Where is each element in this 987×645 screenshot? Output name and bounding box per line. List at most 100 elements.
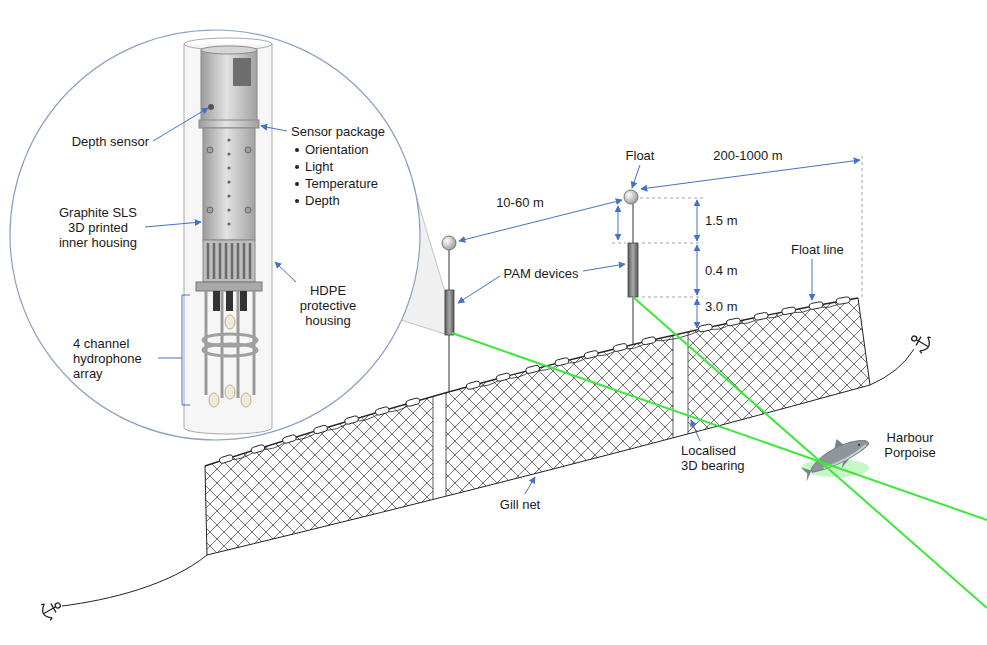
dimensions [459,160,860,328]
leader-line [525,477,535,494]
net-float [584,350,599,359]
extension-line [612,198,703,330]
part-label: Float line [790,242,845,257]
sensor-window [233,58,251,86]
hole [227,138,230,141]
leader-line [261,126,287,131]
bolt [207,207,213,213]
bullet [295,182,299,186]
hole [227,152,230,155]
net-float [554,357,569,366]
bullet [295,165,299,169]
bullets [295,148,299,203]
anchor-symbol [908,329,934,354]
hole [227,208,230,211]
net-float [754,312,769,321]
list-item: Light [304,159,334,174]
anchor-ring [54,602,61,609]
net-outline [205,298,870,555]
hydrophone [225,315,235,329]
part-label: PAM devices [503,266,580,281]
leader-line [158,358,182,359]
leader-line [145,222,201,227]
net-float [405,397,420,407]
bracket [182,295,190,405]
net-float [698,324,713,333]
net-float [250,444,265,454]
leader-line [275,262,296,282]
device-top-rim [201,46,257,54]
float [442,236,456,250]
hydrophone-ring [203,344,257,356]
net-float [282,434,297,444]
hydrophone [225,385,235,399]
housing-holes [227,138,230,225]
part-label: Float [625,148,656,163]
bolt [245,147,251,153]
dimension-line [697,245,698,295]
anchor-symbol [39,596,65,621]
net-float [466,381,481,390]
dimension-label: 3.0 m [704,299,739,314]
dimension-line [641,160,860,189]
net-gap-edge [433,280,688,580]
porpoise-eye [858,444,861,447]
float [624,190,638,204]
list-item: Orientation [304,142,370,157]
leader-line [458,276,500,303]
bearing-line [633,297,987,608]
part-label: Depth sensor [71,134,150,149]
anchor-rope [870,349,914,385]
net-float [496,373,511,382]
net-float [809,301,824,309]
net-float [313,425,328,435]
net-float [836,296,851,304]
hole [227,194,230,197]
part-label: Gill net [499,497,541,512]
hole [227,180,230,183]
net-float [219,454,234,464]
porpoise-fin [831,437,843,448]
device-top-cap [201,50,257,122]
inner-housing [203,128,255,240]
pam-device [445,290,454,335]
leader-line [691,420,700,441]
bolt [207,147,213,153]
hydrophone [209,393,219,407]
extension-line [862,156,863,300]
bolt [245,207,251,213]
depth-sensor-port [208,104,214,110]
list-item: Temperature [304,176,379,191]
dimension-line [618,206,619,240]
leader-line [153,108,208,141]
extension-lines [612,156,862,330]
dimension-line [697,299,698,328]
net-gaps [433,280,688,580]
part-label: Sensor package [290,124,386,139]
net-float [525,365,540,374]
connector [226,291,233,311]
main-leaders [458,165,812,494]
net-gap [433,300,446,580]
net-float [641,336,656,345]
hole [227,222,230,225]
hydrophones [209,315,251,407]
part-label: Graphite SLS 3D printed inner housing [54,205,142,250]
device-collar [199,120,259,128]
dimension-line [697,200,698,241]
housing-bolts [207,147,251,213]
part-label: 4 channel hydrophone array [72,336,154,381]
net-float [613,343,628,352]
net-mesh [180,260,900,580]
anchor-body [912,332,934,355]
inset-circle [10,30,420,440]
net-float [781,307,796,316]
net-gap [673,280,688,560]
hole [227,166,230,169]
anchor-ring [911,335,918,342]
anchor-body [39,599,61,622]
vent-slots [208,243,250,279]
pam-device [628,243,638,297]
